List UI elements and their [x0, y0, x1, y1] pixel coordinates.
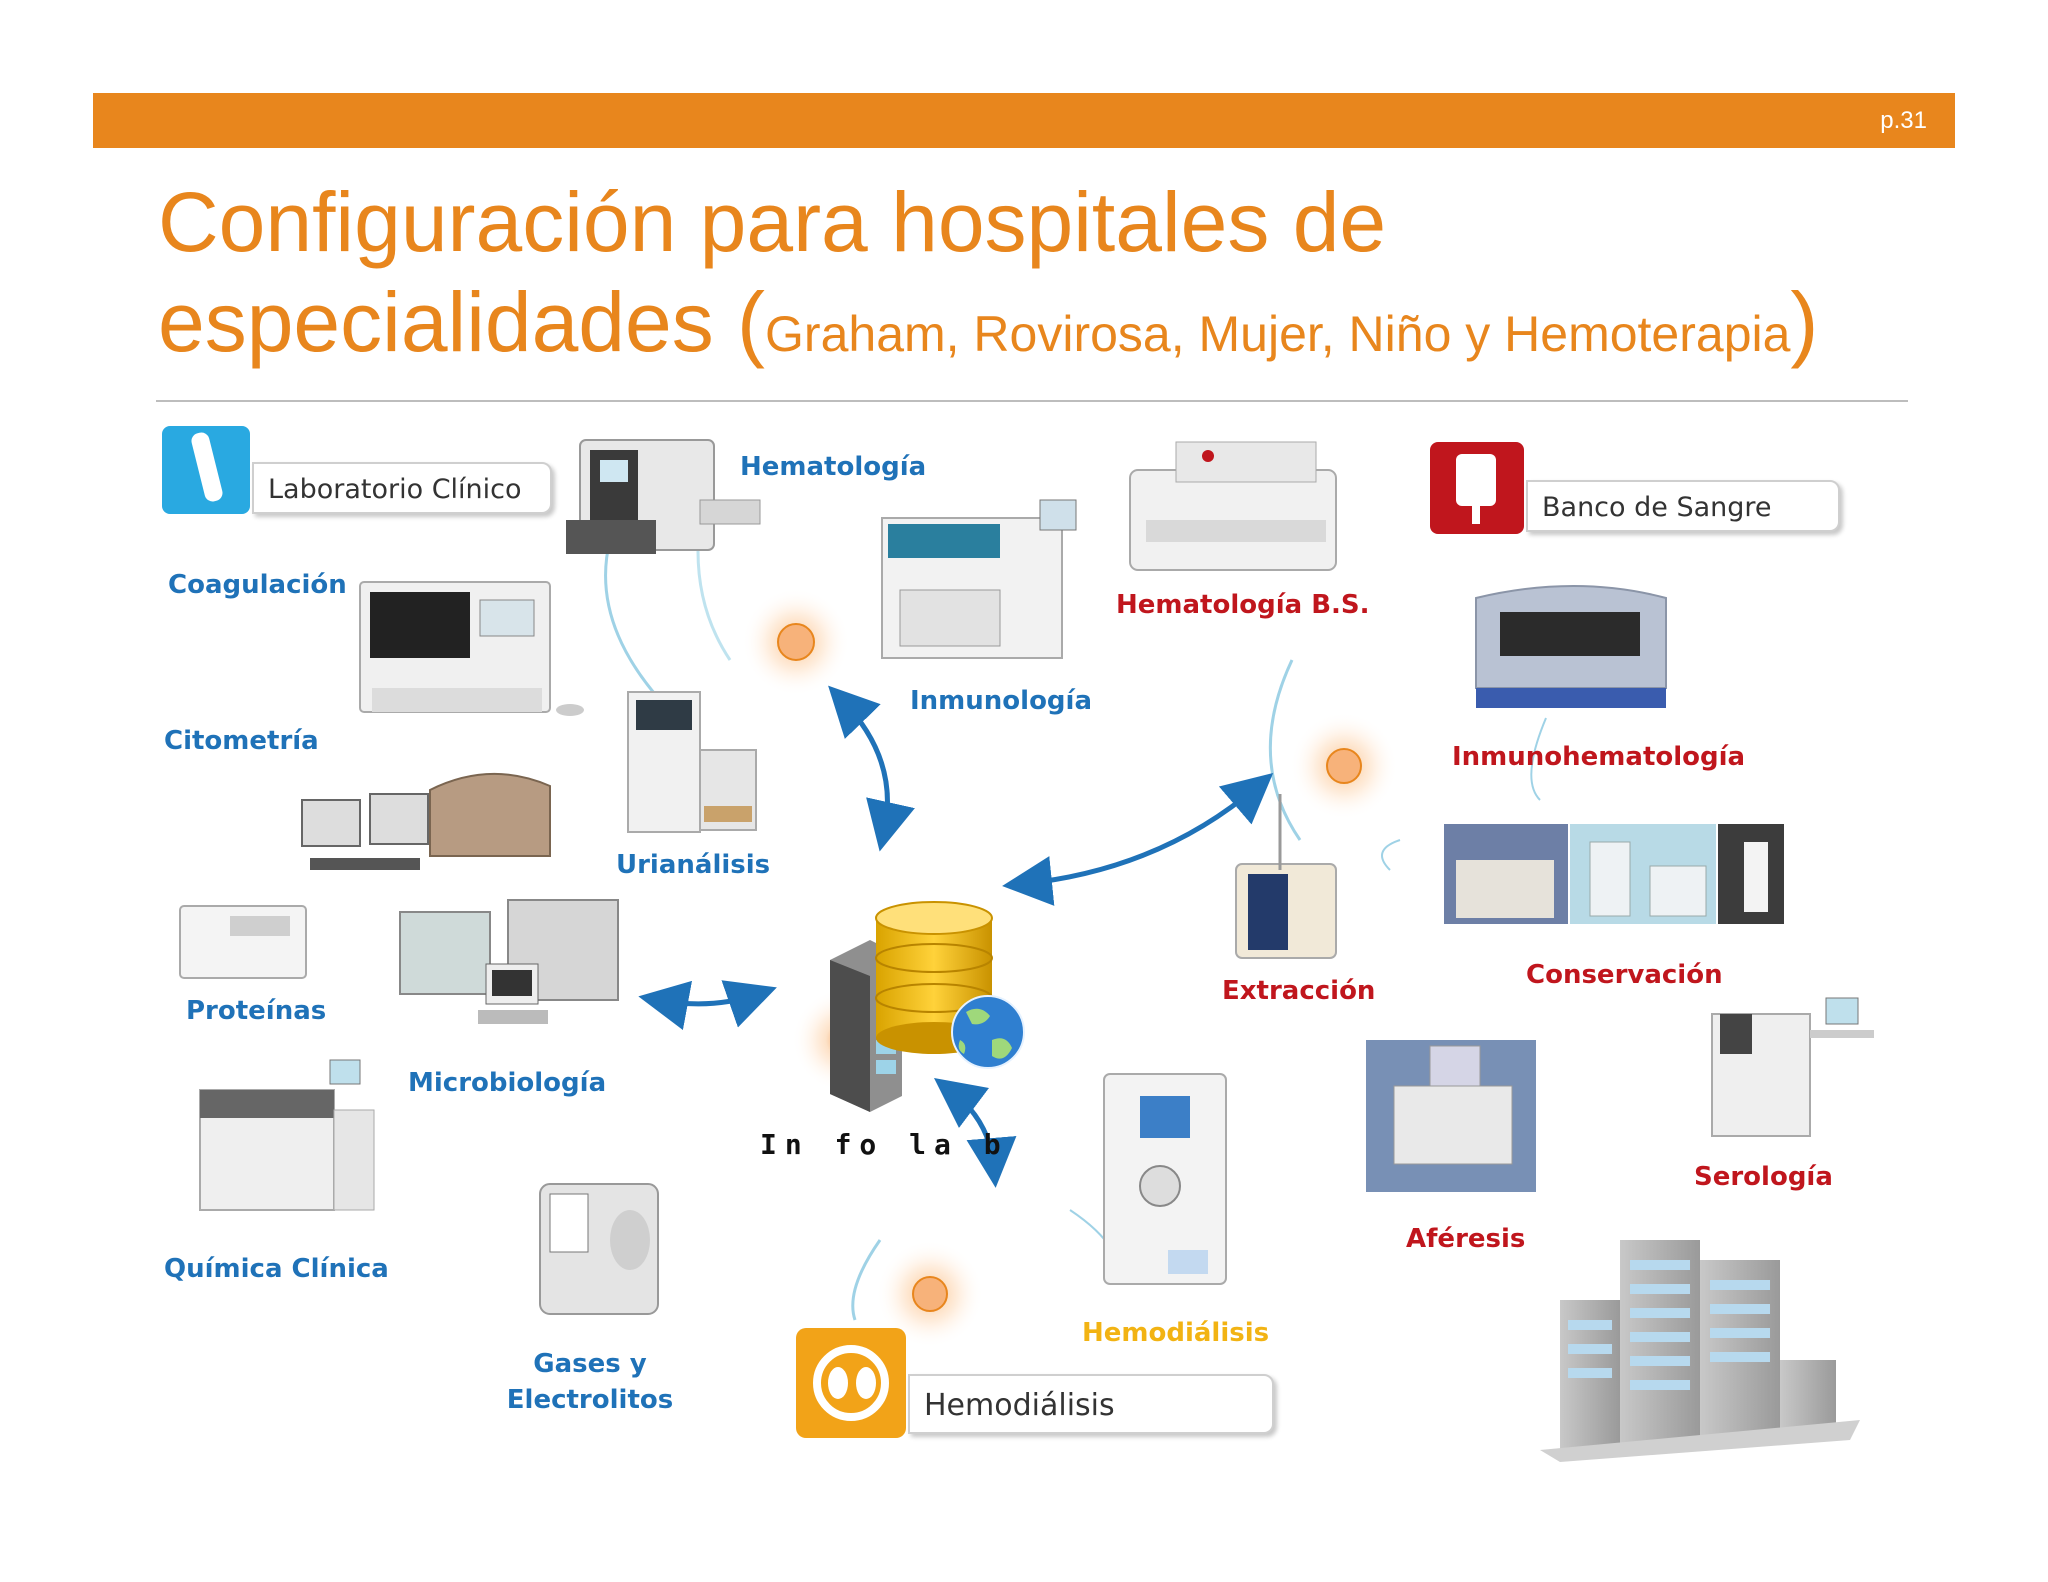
arrow-blood: [1002, 772, 1274, 906]
test-tube-icon: [162, 426, 250, 514]
arrow-lab: [828, 685, 915, 852]
hematology-analyzer-image: [566, 439, 761, 554]
microbiology-analyzer-image: [399, 899, 619, 1024]
label-coagulacion: Coagulación: [168, 570, 347, 600]
coagulation-analyzer-image: [359, 581, 584, 716]
connector-line: [604, 539, 662, 701]
page-title: Configuración para hospitales de especia…: [158, 172, 1818, 384]
page-number: p.31: [1880, 107, 1927, 134]
label-extraccion: Extracción: [1222, 976, 1376, 1006]
label-hematologia-bs: Hematología B.S.: [1116, 590, 1370, 620]
label-gases-line-2: Electrolitos: [506, 1385, 674, 1415]
conservation-refrigerators-image: [1444, 824, 1784, 924]
title-line-2: especialidades (Graham, Rovirosa, Mujer,…: [158, 272, 1818, 384]
cytometry-analyzer-image: [301, 773, 551, 870]
label-microbiologia: Microbiología: [408, 1068, 607, 1098]
label-hematologia: Hematología: [740, 452, 927, 482]
blood-bank-hematology-image: [1129, 441, 1337, 571]
immunohematology-analyzer-image: [1475, 585, 1667, 708]
hospital-building-image: [1540, 1240, 1860, 1462]
label-inmunologia: Inmunología: [910, 686, 1092, 716]
label-inmunohematologia: Inmunohematología: [1452, 742, 1746, 772]
lab-module-tab: Laboratorio Clínico: [252, 462, 552, 514]
label-hemodialisis: Hemodiálisis: [1082, 1318, 1270, 1348]
title-line-2-close: ): [1790, 275, 1819, 369]
title-line-2-sub: Graham, Rovirosa, Mujer, Niño y Hemotera…: [765, 306, 1791, 362]
label-quimica-clinica: Química Clínica: [164, 1254, 389, 1284]
header-bar: p.31: [93, 93, 1955, 148]
label-urianalisis: Urianálisis: [616, 850, 771, 880]
label-proteinas: Proteínas: [186, 996, 327, 1026]
label-aferesis: Aféresis: [1406, 1224, 1526, 1254]
title-line-2-main: especialidades (: [158, 275, 766, 369]
blood-bank-module-tab: Banco de Sangre: [1526, 480, 1840, 532]
globe-icon: [951, 995, 1025, 1069]
immunology-analyzer-image: [881, 499, 1077, 659]
arrow-micro: [638, 980, 777, 1031]
hemodialysis-machine-image: [1103, 1073, 1227, 1285]
hemodialysis-module-tab: Hemodiálisis: [908, 1374, 1274, 1434]
extraction-equipment-image: [1235, 794, 1337, 959]
connector-line: [1381, 839, 1401, 871]
arrow-hemo: [934, 1077, 1017, 1188]
signal-ring-lab: [696, 519, 850, 696]
urinalysis-analyzer-image: [627, 691, 757, 833]
label-citometria: Citometría: [164, 726, 319, 756]
title-divider: [156, 400, 1908, 402]
signal-ring-hemo: [851, 1239, 984, 1348]
label-serologia: Serología: [1694, 1162, 1833, 1192]
connector-line: [1530, 717, 1547, 801]
protein-analyzer-image: [179, 905, 307, 979]
label-conservacion: Conservación: [1526, 960, 1723, 990]
label-gases-electrolitos: Gases y Electrolitos: [500, 1346, 680, 1418]
chemistry-analyzer-image: [199, 1059, 375, 1211]
label-gases-line-1: Gases y: [533, 1349, 647, 1379]
serology-analyzer-image: [1711, 997, 1874, 1137]
infolab-label: In fo la b: [760, 1128, 1009, 1161]
kidney-icon: [796, 1328, 906, 1438]
title-line-1: Configuración para hospitales de: [158, 175, 1387, 269]
blood-bag-icon: [1430, 442, 1524, 534]
blood-gas-analyzer-image: [539, 1183, 659, 1315]
signal-ring-blood: [1268, 659, 1398, 841]
apheresis-machine-image: [1366, 1040, 1536, 1192]
